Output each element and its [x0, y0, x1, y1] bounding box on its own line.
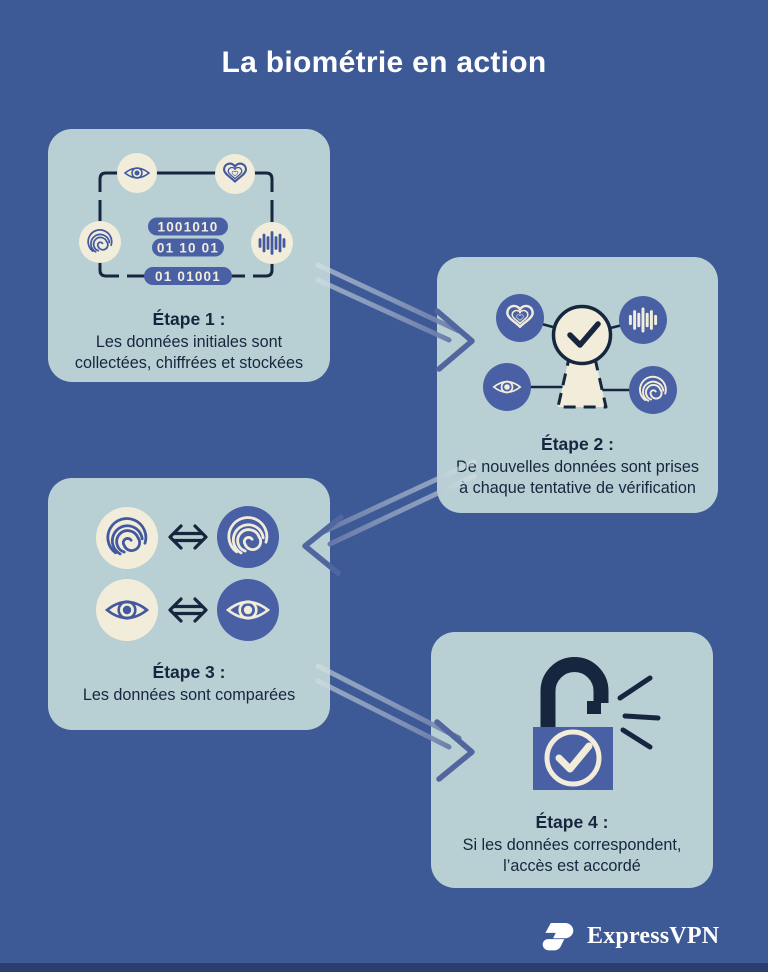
- step-label: Étape 3 :: [152, 662, 226, 682]
- binary-pill-text: 1001010: [158, 220, 219, 235]
- step-2-text: Étape 2 : De nouvelles données sont pris…: [437, 433, 718, 498]
- step-4-text: Étape 4 : Si les données correspondent, …: [431, 811, 713, 876]
- voiceprint-icon: [628, 307, 658, 333]
- step-1-text: Étape 1 : Les données initiales sont col…: [48, 308, 330, 373]
- checkmark-icon: [555, 742, 593, 773]
- icon-badge: [215, 154, 255, 194]
- emphasis-rays-icon: [617, 675, 661, 750]
- keyhole-check-icon: [551, 304, 613, 409]
- step-line: Si les données correspondent,: [462, 836, 682, 854]
- compare-arrows-icon: [168, 524, 208, 550]
- step-1-graphic: 1001010 01 10 01 01 01001: [79, 153, 293, 285]
- step-line: De nouvelles données sont prises: [456, 458, 699, 476]
- page-title: La biométrie en action: [221, 46, 547, 79]
- binary-pill-text: 01 10 01: [157, 241, 219, 256]
- step-2-graphic: [483, 294, 677, 414]
- step-3-graphic: [96, 506, 279, 641]
- unlocked-padlock-check-icon: [533, 657, 613, 790]
- step-3-card: Étape 3 : Les données sont comparées: [48, 478, 330, 730]
- binary-pill-text: 01 01001: [155, 269, 221, 284]
- step-line: l’accès est accordé: [503, 856, 641, 875]
- step-2-card: Étape 2 : De nouvelles données sont pris…: [437, 257, 718, 513]
- brand-logo: ExpressVPN: [540, 914, 719, 958]
- step-label: Étape 1 :: [152, 309, 226, 329]
- binary-pill: [144, 267, 232, 285]
- compare-arrows-icon: [168, 597, 208, 623]
- checkmark-icon: [567, 321, 601, 348]
- footer-bar: [0, 963, 768, 972]
- step-label: Étape 4 :: [535, 812, 609, 832]
- step-4-card: Étape 4 : Si les données correspondent, …: [431, 632, 713, 888]
- step-3-text: Étape 3 : Les données sont comparées: [48, 661, 330, 706]
- binary-pill: [152, 238, 224, 257]
- step-line: Les données initiales sont: [95, 333, 283, 351]
- expressvpn-logo-icon: [542, 922, 574, 951]
- brand-name: ExpressVPN: [587, 922, 720, 949]
- voiceprint-icon: [258, 231, 286, 255]
- step-line: à chaque tentative de vérification: [459, 478, 696, 497]
- step-4-graphic: [533, 657, 661, 790]
- step-line: collectées, chiffrées et stockées: [74, 353, 304, 372]
- step-label: Étape 2 :: [541, 434, 614, 454]
- binary-pills: 1001010 01 10 01 01 01001: [144, 217, 232, 285]
- binary-pill: [148, 217, 228, 236]
- step-line: Les données sont comparées: [82, 686, 296, 704]
- step-1-card: 1001010 01 10 01 01 01001 Étape 1 : Les …: [48, 129, 330, 382]
- icon-badge: [496, 294, 544, 342]
